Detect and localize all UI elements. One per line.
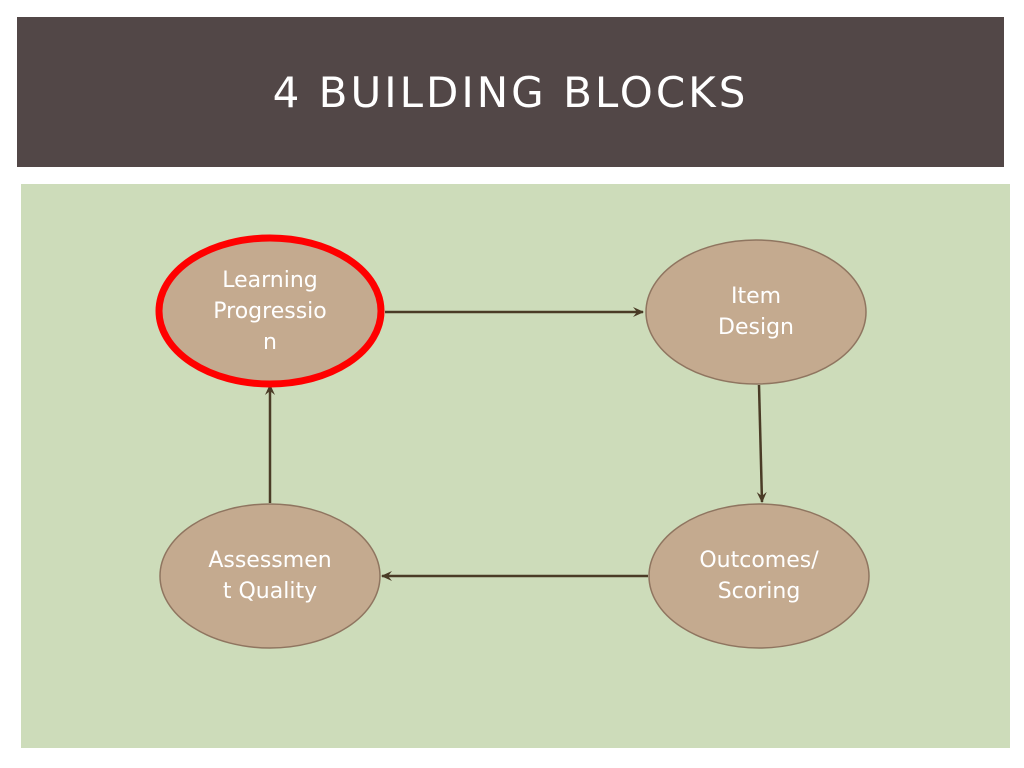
label-learning-progression: Learning Progressio n: [213, 267, 327, 355]
node-outcomes-scoring: [648, 503, 870, 649]
slide-title: 4 Building Blocks: [272, 68, 749, 117]
node-item-design: [645, 239, 867, 385]
node-learning-progression: [155, 234, 385, 388]
label-outcomes-scoring: Outcomes/ Scoring: [699, 548, 819, 604]
label-assessment-quality: Assessmen t Quality: [208, 548, 332, 604]
label-item-design: Item Design: [718, 284, 794, 340]
title-bar: 4 Building Blocks: [17, 17, 1004, 167]
node-assessment-quality: [159, 503, 381, 649]
arrow-item-to-outcomes: [756, 384, 767, 503]
